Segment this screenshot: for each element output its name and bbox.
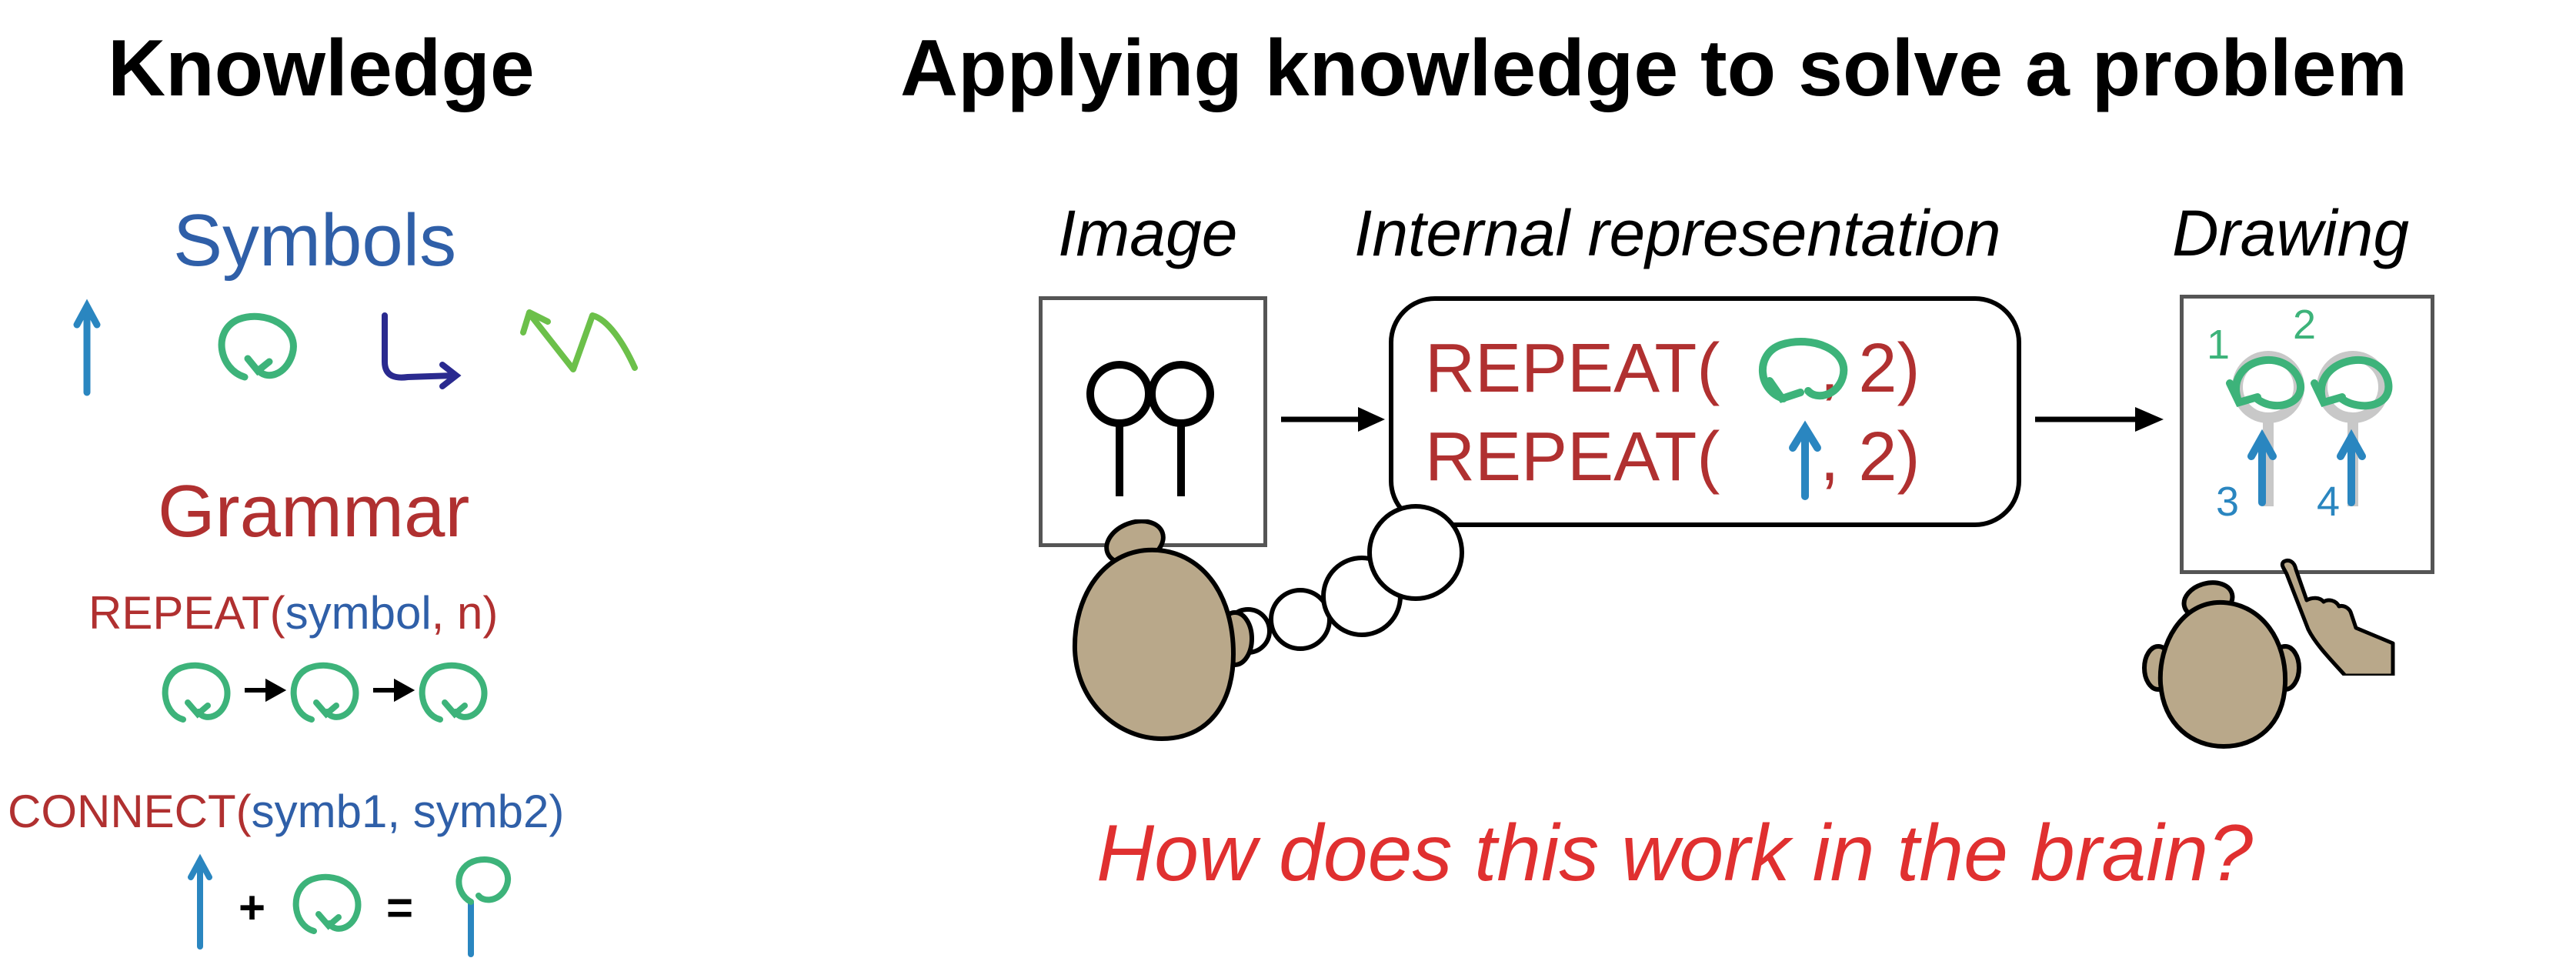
thought-bubble-icon [1224,504,1464,655]
symbols-heading: Symbols [173,199,457,282]
loop-icon [218,312,297,381]
loop-icon [292,873,362,934]
internal-symbols [1758,338,1848,500]
connect-example: + = [188,853,511,957]
zigzag-icon [520,309,638,372]
loop-icon [419,662,488,723]
internal-representation-label: Internal representation [1354,197,2001,269]
stroke-number-2: 2 [2293,302,2316,348]
up-arrow-icon [73,299,101,396]
grammar-heading: Grammar [158,470,470,552]
repeat-line-2-fn: REPEAT( [1425,419,1720,496]
flow-arrow-1 [1281,407,1385,432]
plus-sign: + [239,882,265,933]
sequence-arrow-icon [373,678,415,703]
drawing-canvas: 1 2 3 4 [2207,302,2393,525]
connect-signature: CONNECT(symb1, symb2) [8,785,564,838]
head-icon [2142,580,2301,749]
drawn-loop-icon [2232,356,2304,409]
repeat-sep: , [431,587,457,639]
brain-question: How does this work in the brain? [1096,809,2253,898]
repeat-line-2: REPEAT( , 2) [1425,418,1920,497]
repeat-example [162,662,488,723]
up-arrow-icon [188,853,212,950]
connected-symbol-icon [455,856,511,957]
applying-title: Applying knowledge to solve a problem [900,24,2407,113]
connect-arg1: symb1 [251,786,388,837]
equals-sign: = [386,882,413,933]
connect-fn: CONNECT( [8,786,252,837]
drawn-loop-icon [2317,356,2393,410]
connect-close: ) [549,786,565,837]
connect-arg2: symb2 [412,786,549,837]
knowledge-title: Knowledge [108,24,535,113]
up-arrow-icon [1789,420,1821,500]
head-icon [1072,519,1254,742]
image-label: Image [1058,197,1238,269]
loop-icon [290,662,359,723]
symbol-row [73,299,638,396]
repeat-line-1-fn: REPEAT( [1425,330,1720,407]
hook-arrow-icon [382,312,462,389]
lollipop-pair-icon [1086,361,1214,496]
sequence-arrow-icon [245,678,287,703]
hand-icon [2280,558,2395,676]
drawn-up-arrow-icon [2337,429,2366,506]
drawing-box: 1 2 3 4 [2180,295,2434,574]
repeat-signature: REPEAT(symbol, n) [88,586,498,639]
stroke-number-3: 3 [2216,479,2239,525]
repeat-line-1-rest: , 2) [1820,330,1920,407]
flow-arrow-2 [2035,407,2164,432]
loop-icon [162,662,231,723]
drawn-up-arrow-icon [2247,429,2277,506]
repeat-arg2: n [457,587,483,639]
loop-icon [1758,338,1848,403]
connect-sep: , [387,786,413,837]
repeat-line-2-rest: , 2) [1820,419,1920,496]
drawing-label: Drawing [2172,197,2410,269]
internal-representation-box [1389,296,2021,527]
repeat-fn: REPEAT( [88,587,285,639]
stroke-number-4: 4 [2317,479,2340,525]
stroke-number-1: 1 [2207,322,2230,368]
repeat-line-1: REPEAT( , 2) [1425,329,1920,409]
repeat-arg1: symbol [285,587,432,639]
repeat-close: ) [482,587,499,639]
